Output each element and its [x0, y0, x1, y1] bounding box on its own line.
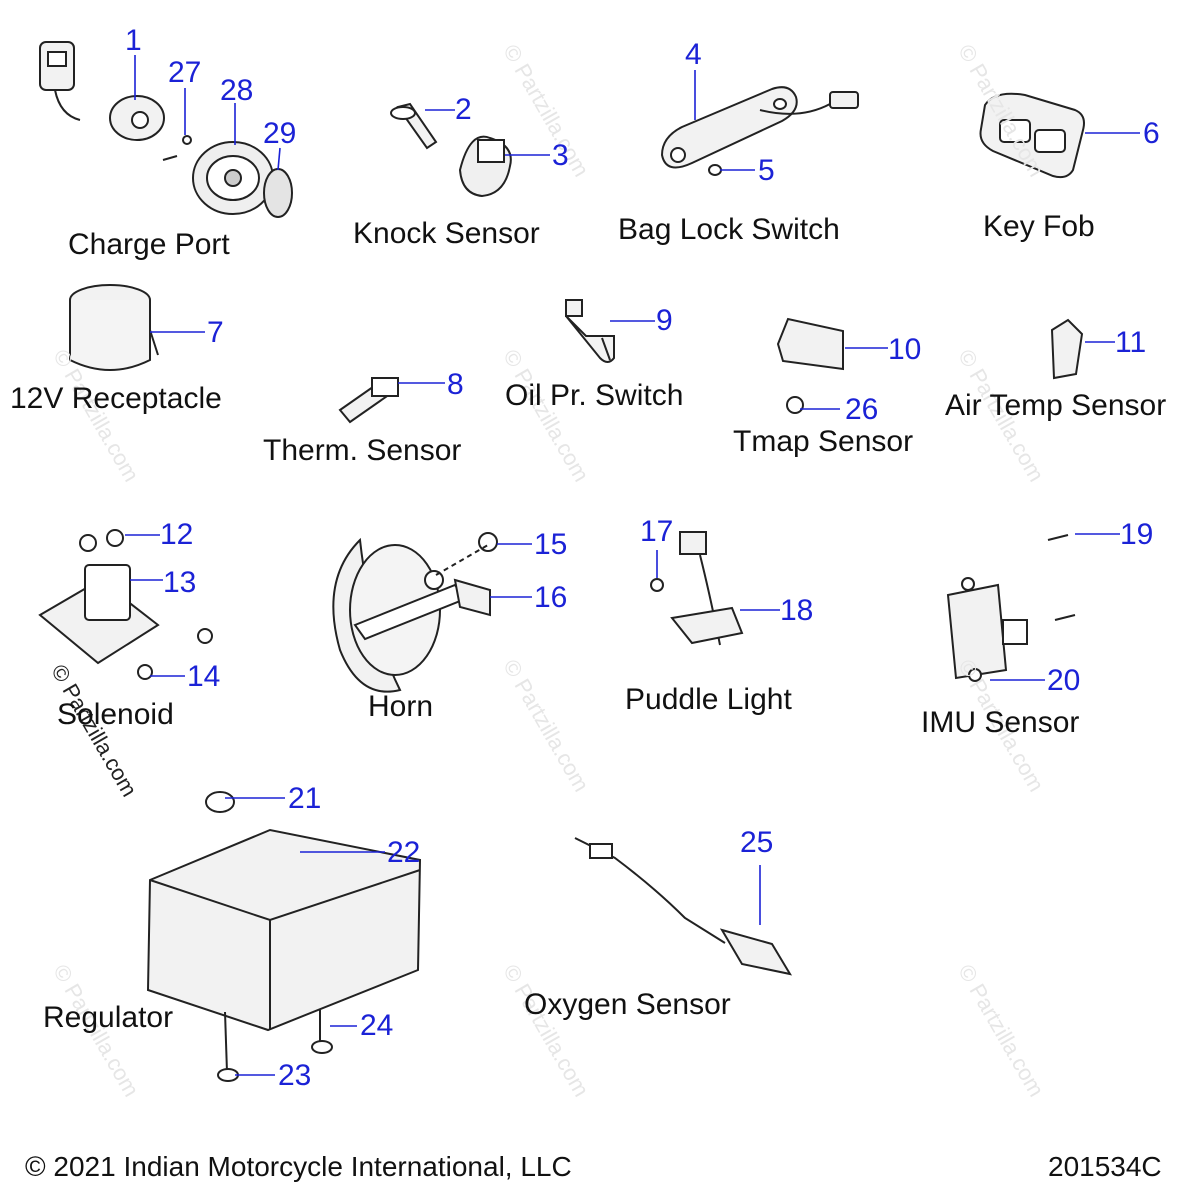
callout-20: 20 [1047, 664, 1081, 697]
callout-16: 16 [534, 581, 568, 614]
12v-receptacle-drawing [69, 284, 159, 371]
callout-14: 14 [187, 660, 221, 693]
callout-10: 10 [888, 333, 922, 366]
regulator-drawing [146, 791, 422, 1082]
part-label-knock-sensor: Knock Sensor [353, 217, 540, 250]
callout-4: 4 [685, 38, 702, 71]
part-label-regulator: Regulator [43, 1001, 174, 1034]
callout-3: 3 [552, 139, 569, 172]
callout-22: 22 [387, 836, 421, 869]
part-label-puddle-light: Puddle Light [625, 683, 792, 716]
diagram-code: 201534C [1048, 1151, 1162, 1182]
air-temp-sensor-drawing [1050, 318, 1084, 380]
part-label-solenoid: Solenoid [57, 698, 174, 731]
callout-28: 28 [220, 74, 254, 107]
part-label-charge-port: Charge Port [68, 228, 230, 261]
callout-24: 24 [360, 1009, 394, 1042]
therm-sensor-drawing [338, 377, 399, 424]
callout-25: 25 [740, 826, 774, 859]
part-label-bag-lock-switch: Bag Lock Switch [618, 213, 840, 246]
knock-sensor-drawing [390, 102, 512, 198]
callout-5: 5 [758, 154, 775, 187]
part-label-oxygen-sensor: Oxygen Sensor [524, 988, 731, 1021]
charge-port-drawing [39, 41, 293, 218]
copyright-text: © 2021 Indian Motorcycle International, … [25, 1151, 572, 1182]
bag-lock-switch-drawing [660, 86, 859, 176]
callout-19: 19 [1120, 518, 1154, 551]
callout-9: 9 [656, 304, 673, 337]
key-fob-drawing [979, 92, 1085, 179]
callout-7: 7 [207, 316, 224, 349]
part-label-air-temp-sensor: Air Temp Sensor [945, 389, 1167, 422]
oil-pr-switch-drawing [565, 299, 615, 363]
part-label-key-fob: Key Fob [983, 210, 1095, 243]
horn-drawing [332, 532, 498, 693]
callout-1: 1 [125, 24, 142, 57]
imu-sensor-drawing [946, 534, 1076, 682]
tmap-sensor-drawing [776, 317, 844, 414]
part-label-therm-sensor: Therm. Sensor [263, 434, 462, 467]
callout-11: 11 [1115, 326, 1147, 359]
callout-26: 26 [845, 393, 879, 426]
part-label-horn: Horn [368, 690, 434, 723]
callout-13: 13 [163, 566, 197, 599]
callout-15: 15 [534, 528, 568, 561]
callout-2: 2 [455, 93, 472, 126]
solenoid-drawing [38, 529, 213, 680]
part-label-imu-sensor: IMU Sensor [921, 706, 1080, 739]
callout-18: 18 [780, 594, 814, 627]
part-label-tmap-sensor: Tmap Sensor [733, 425, 914, 458]
part-label-12v-receptacle: 12V Receptacle [10, 382, 222, 415]
callout-17: 17 [640, 515, 674, 548]
callout-23: 23 [278, 1059, 312, 1092]
oxygen-sensor-drawing [574, 837, 793, 976]
callout-29: 29 [263, 117, 297, 150]
callout-6: 6 [1143, 117, 1160, 150]
callout-27: 27 [168, 56, 202, 89]
puddle-light-drawing [650, 531, 744, 646]
callout-8: 8 [447, 368, 464, 401]
part-label-oil-pr-switch: Oil Pr. Switch [505, 379, 684, 412]
callout-12: 12 [160, 518, 194, 551]
callout-21: 21 [288, 782, 322, 815]
